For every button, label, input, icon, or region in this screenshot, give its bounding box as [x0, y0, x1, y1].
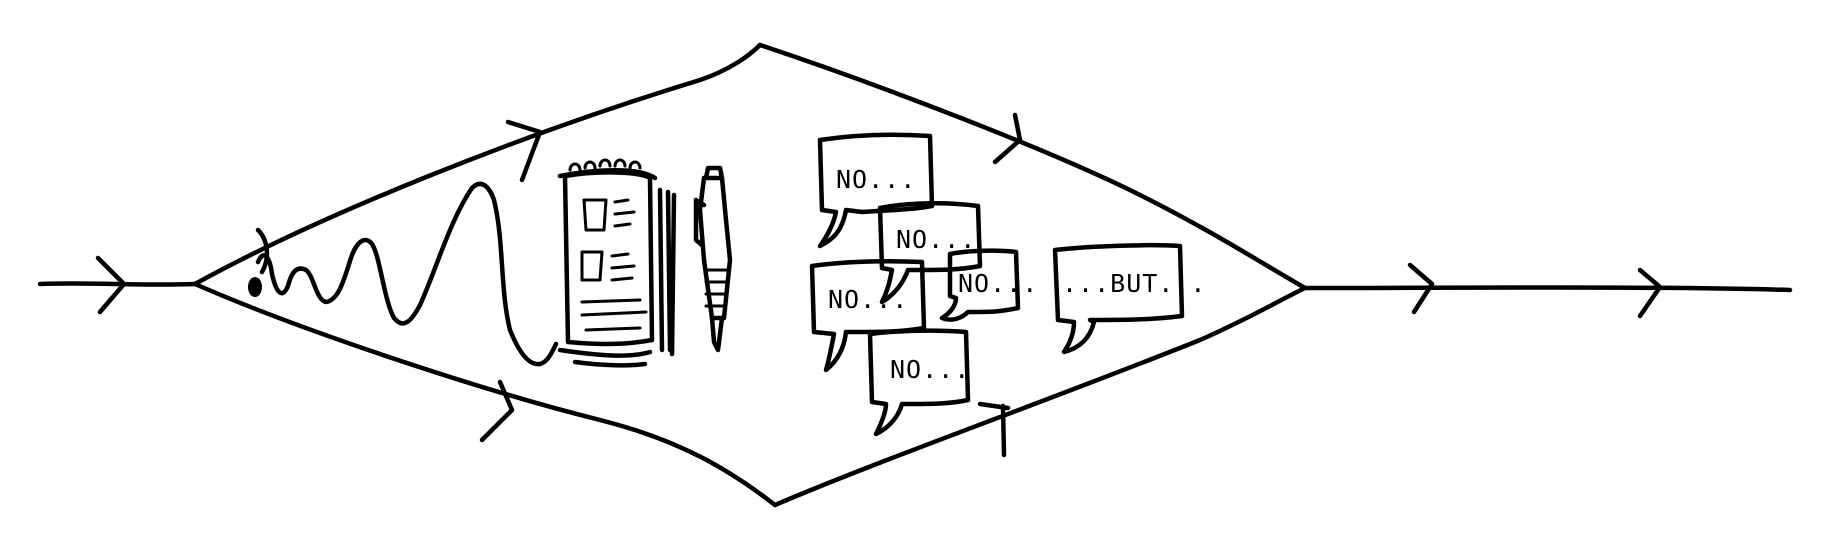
- bubble-4-text: NO...: [958, 269, 1038, 298]
- notepad-icon: [557, 158, 677, 368]
- bubble-3-text: NO...: [828, 285, 908, 314]
- wave-dot: [248, 277, 262, 297]
- input-arrow-head: [95, 255, 127, 315]
- arrow-top-right: [992, 112, 1023, 165]
- bubble-but-text: ...BUT...: [1062, 269, 1206, 298]
- input-line: [37, 281, 198, 287]
- arrow-bottom-right-cross: [977, 401, 1011, 458]
- speech-bubble-3[interactable]: NO...: [809, 258, 927, 373]
- diamond-top-left-edge: [192, 42, 763, 287]
- bubble-5-text: NO...: [890, 355, 970, 384]
- pen-icon: [693, 165, 733, 353]
- wave-tail: [255, 227, 270, 275]
- arrow-top-left: [505, 119, 543, 183]
- arrow-bottom-left: [479, 379, 515, 443]
- bubble-1-text: NO...: [836, 165, 916, 194]
- output-arrow-head-1: [1407, 262, 1435, 315]
- speech-bubble-2[interactable]: NO...: [877, 200, 983, 305]
- diamond-bottom-left-edge: [192, 281, 778, 508]
- wave-squiggle: [255, 181, 559, 367]
- diamond-top-right-edge: [757, 42, 1308, 291]
- speech-bubble-4[interactable]: NO...: [939, 248, 1038, 322]
- diamond-bottom-right-edge: [772, 285, 1308, 508]
- speech-bubble-but[interactable]: ...BUT...: [1052, 242, 1206, 355]
- bubble-2-text: NO...: [896, 225, 976, 254]
- speech-bubble-1[interactable]: NO...: [817, 132, 935, 249]
- output-arrow-head-2: [1637, 267, 1663, 319]
- output-line: [1302, 285, 1793, 293]
- speech-bubble-5[interactable]: NO...: [867, 328, 971, 437]
